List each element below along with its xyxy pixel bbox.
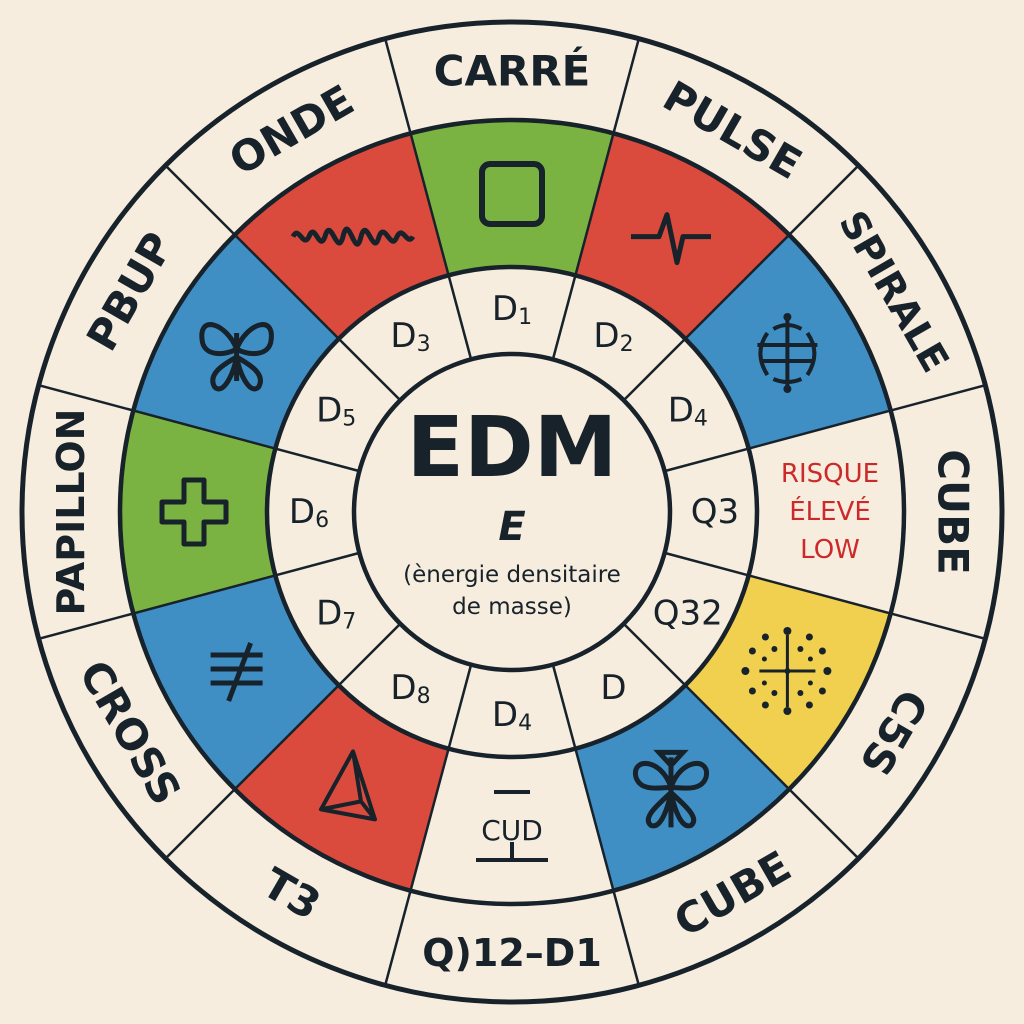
- inner-ring-segment: [448, 266, 576, 360]
- butterfly-icon: [199, 322, 274, 392]
- inner-ring-segment: [623, 552, 749, 686]
- divider-line: [664, 551, 986, 641]
- divider-line: [164, 164, 402, 402]
- inner-ring-label: Q3: [691, 492, 739, 532]
- inner-label-main: D: [316, 594, 342, 634]
- inner-ring-label: D4: [668, 391, 708, 432]
- clover-icon: [633, 749, 709, 829]
- square-icon: [479, 161, 545, 227]
- risk-label-line: ÉLEVÉ: [789, 495, 871, 527]
- divider-line: [664, 383, 986, 473]
- risk-label-line: RISQUE: [781, 459, 879, 489]
- wave-icon: [290, 226, 416, 247]
- divider-line: [383, 38, 473, 360]
- middle-ring-segment: [410, 120, 614, 276]
- divider-line: [622, 164, 860, 402]
- inner-ring-label: D4: [492, 695, 532, 736]
- inner-ring-segment: [623, 338, 749, 472]
- inner-ring-segment: [275, 552, 401, 686]
- ring-circles: [19, 19, 1005, 1005]
- inner-label-main: Q32: [653, 594, 723, 634]
- center-title: EDM: [407, 398, 618, 496]
- divider-line: [551, 38, 641, 360]
- divider-line: [38, 551, 360, 641]
- outer-ring-label: Q)12–D1: [422, 931, 602, 975]
- risk-label-line: LOW: [800, 535, 860, 565]
- inner-ring-segment: [552, 623, 686, 749]
- inner-ring-segment: [338, 623, 472, 749]
- divider-line: [38, 383, 360, 473]
- inner-label-main: D: [492, 695, 518, 735]
- divider-line: [551, 664, 641, 986]
- inner-label-subscript: 2: [620, 332, 634, 357]
- ring-circle: [19, 19, 1005, 1005]
- inner-ring-label: D: [600, 668, 626, 708]
- inner-label-main: D: [390, 668, 416, 708]
- inner-ring-label: D2: [593, 316, 633, 357]
- risk-text: RISQUE ÉLEVÉ LOW: [781, 459, 879, 565]
- inner-label-main: D: [316, 391, 342, 431]
- middle-ring-segment: [748, 410, 904, 614]
- inner-ring-label: D1: [492, 289, 532, 330]
- inner-ring-label: D7: [316, 594, 356, 635]
- inner-ring-label: D3: [390, 316, 430, 357]
- inner-ring-segment: [552, 275, 686, 401]
- divider-line: [622, 622, 860, 860]
- inner-label-main: D: [390, 316, 416, 356]
- divider-line: [383, 664, 473, 986]
- inner-label-subscript: 7: [342, 609, 356, 634]
- cross-icon: [159, 477, 229, 547]
- inner-label-main: D: [600, 668, 626, 708]
- inner-label-main: D: [593, 316, 619, 356]
- pyramid-icon: [319, 749, 377, 822]
- outer-ring-label: CARRÉ: [434, 46, 591, 96]
- outer-ring-label: PAPILLON: [49, 409, 93, 616]
- center-circle: [351, 351, 673, 673]
- inner-label-subscript: 4: [694, 406, 708, 431]
- cud-lines-icon: [476, 790, 548, 862]
- divider-line: [164, 622, 402, 860]
- inner-ring-segment: [664, 448, 757, 576]
- inner-label-subscript: 5: [342, 406, 356, 431]
- center-symbol: E: [498, 504, 525, 550]
- center-subtitle-line2: de masse): [452, 594, 572, 620]
- inner-label-subscript: 1: [518, 305, 532, 330]
- inner-label-main: D: [492, 289, 518, 329]
- middle-ring-segment: [120, 410, 276, 614]
- inner-label-main: D: [668, 391, 694, 431]
- inner-ring-label: D8: [390, 668, 430, 709]
- inner-label-main: D: [289, 492, 315, 532]
- inner-ring-segment: [275, 338, 401, 472]
- dots-cross-icon: [741, 627, 832, 715]
- inner-ring-label: D5: [316, 391, 356, 432]
- inner-ring-segment: [338, 275, 472, 401]
- pulse-icon: [631, 212, 711, 266]
- inner-label-main: Q3: [691, 492, 739, 532]
- inner-ring-label: D6: [289, 492, 329, 533]
- inner-ring-label: Q32: [653, 594, 723, 634]
- center-hub: EDM E (ènergie densitaire de masse): [403, 398, 621, 620]
- inner-ring-segment: [267, 448, 360, 576]
- strike-lines-icon: [210, 642, 263, 702]
- outer-ring-label: CUBE: [929, 449, 978, 575]
- ring-circle: [117, 117, 907, 907]
- divider-lines: [38, 38, 986, 986]
- cud-icon: CUD: [476, 790, 548, 862]
- middle-ring-segment: [410, 748, 614, 904]
- inner-label-subscript: 8: [417, 683, 431, 708]
- inner-ring-segment: [448, 664, 576, 757]
- inner-label-subscript: 3: [417, 332, 431, 357]
- center-subtitle-line1: (ènergie densitaire: [403, 562, 621, 588]
- inner-label-subscript: 4: [518, 711, 532, 736]
- inner-label-subscript: 6: [315, 508, 329, 533]
- ring-circle: [264, 264, 760, 760]
- cud-label: CUD: [481, 814, 543, 847]
- spiral-icon: [757, 313, 818, 393]
